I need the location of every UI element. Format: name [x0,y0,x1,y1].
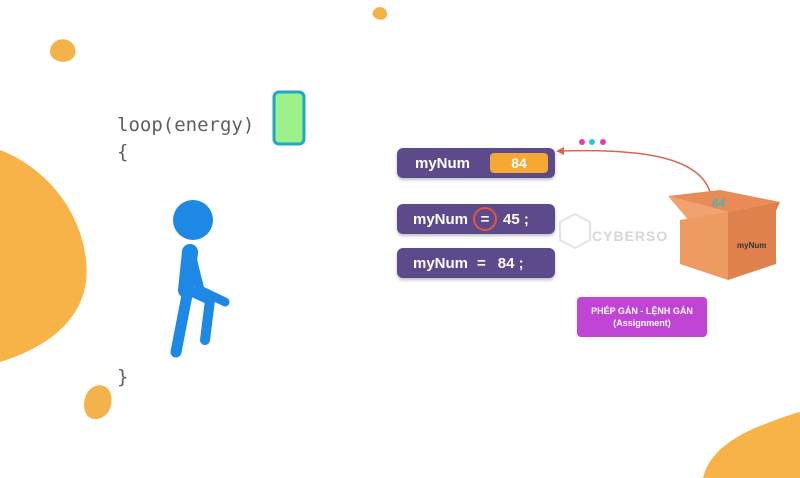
bottom-small-blob [84,385,112,420]
box-value: 84 [712,196,726,210]
top-dot-blob [372,7,388,20]
watermark-cube [559,212,591,250]
box-label: myNum [737,241,767,250]
dot-teal [589,139,595,145]
assignment-caption: PHÉP GÁN - LỆNH GÁN (Assignment) [577,297,707,337]
top-small-blob [50,39,76,62]
walking-person-icon [170,200,230,358]
statement-equals: = [477,254,486,272]
close-brace: } [117,366,129,388]
energy-battery [272,90,306,146]
assignment-arrow [559,149,711,193]
statement-var: myNum [413,254,469,272]
dot-magenta [579,139,585,145]
watermark-text: CYBERSO [592,228,669,244]
variable-display-pill: myNum 84 [397,148,555,178]
caption-title: PHÉP GÁN - LỆNH GÁN [591,306,693,316]
caption-subtitle: (Assignment) [613,318,671,328]
statement-value: 84 ; [497,254,524,272]
assignment-statement-45: myNum = 45 ; [397,204,555,234]
highlighted-equals: = [473,207,498,231]
cardboard-box-icon [668,145,780,280]
left-orange-blob [0,150,87,362]
dot-pink [600,139,606,145]
statement-value: 45 ; [503,210,529,228]
bottom-right-blob [703,412,800,478]
statement-var: myNum [413,210,469,228]
variable-name: myNum [415,154,471,172]
variable-value-box: 84 [490,153,549,173]
assignment-statement-84: myNum = 84 ; [397,248,555,278]
assignment-arrowhead [556,147,564,155]
loop-code-line: loop(energy) [117,114,255,136]
open-brace: { [117,141,129,163]
